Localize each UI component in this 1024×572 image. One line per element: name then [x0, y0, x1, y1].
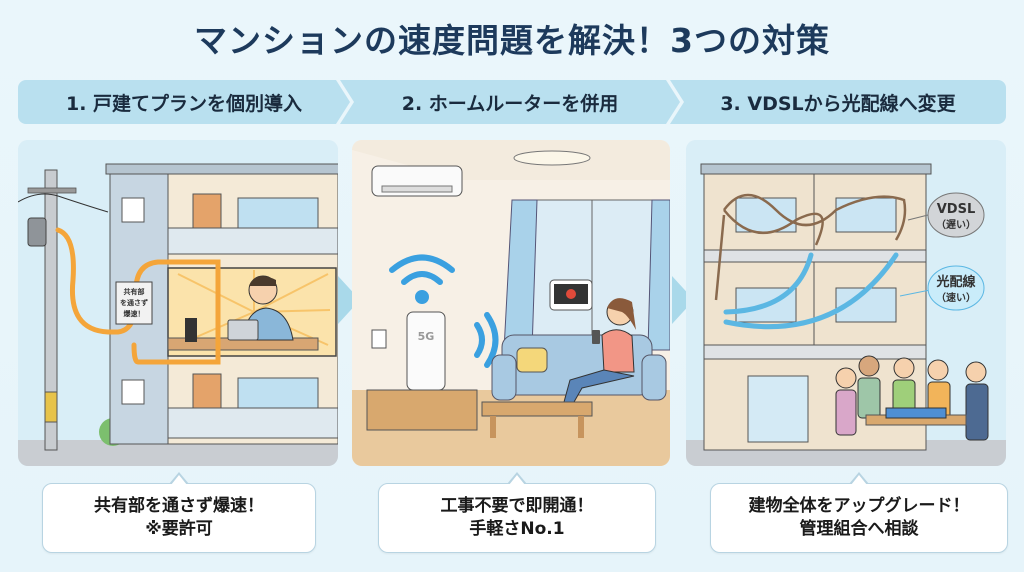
caption-line-1: 工事不要で即開通！ — [440, 496, 594, 517]
shared-area-sign: 共有部 を通さず 爆速！ — [115, 281, 153, 325]
entrance-door-icon — [747, 375, 809, 443]
panel-individual-plan: 共有部 を通さず 爆速！ — [18, 140, 338, 466]
svg-text:5G: 5G — [418, 330, 435, 343]
caption-line-2: 手軽さNo.1 — [469, 519, 565, 539]
coffee-table — [481, 401, 593, 438]
caption-line-1: 建物全体をアップグレード！ — [748, 496, 970, 517]
smartphone-icon — [592, 330, 600, 344]
router-icon — [185, 318, 197, 342]
svg-text:共有部: 共有部 — [124, 287, 145, 296]
caption-line-1: 共有部を通さず爆速！ — [94, 496, 264, 517]
panel-vdsl-to-fiber: VDSL （遅い） 光配線 （速い） — [686, 140, 1006, 466]
caption-line-2: ※要許可 — [145, 519, 213, 539]
caption-step-2: 工事不要で即開通！ 手軽さNo.1 — [378, 472, 656, 553]
wifi-signal-icon — [389, 254, 499, 368]
step-3-header: 3. VDSLから光配線へ変更 — [670, 80, 1006, 124]
vdsl-cables-tangled — [714, 193, 907, 301]
panel-home-router: 5G — [352, 140, 670, 466]
step-2-header: 2. ホームルーターを併用 — [340, 80, 680, 124]
vdsl-callout: VDSL （遅い） — [907, 192, 985, 238]
caption-step-1: 共有部を通さず爆速！ ※要許可 — [42, 472, 316, 553]
tv-stand — [366, 389, 478, 431]
caption-line-2: 管理組合へ相談 — [799, 519, 919, 539]
building-with-fiber-illustration: 共有部 を通さず 爆速！ — [18, 140, 338, 466]
svg-text:爆速！: 爆速！ — [124, 309, 145, 318]
living-room-illustration: 5G — [352, 140, 670, 466]
svg-text:（速い）: （速い） — [936, 291, 976, 304]
svg-text:（遅い）: （遅い） — [936, 218, 976, 231]
step-1-header: 1. 戸建てプランを個別導入 — [18, 80, 350, 124]
window-with-curtains — [503, 199, 670, 351]
page-title: マンションの速度問題を解決！3つの対策 — [194, 21, 830, 60]
video-play-bubble-icon — [549, 279, 593, 311]
air-conditioner-icon — [371, 165, 463, 197]
svg-text:光配線: 光配線 — [935, 274, 976, 290]
power-outlet-icon — [371, 329, 387, 349]
ceiling-light-icon — [513, 150, 591, 166]
woman-on-sofa-icon — [563, 298, 636, 403]
fiber-cables-blue — [723, 252, 899, 330]
home-router-icon: 5G — [406, 311, 446, 391]
building-rewiring-illustration: VDSL （遅い） 光配線 （速い） — [686, 140, 1006, 466]
residents-meeting-icon — [835, 355, 989, 441]
highlighted-room — [167, 267, 337, 357]
fiber-callout: 光配線 （速い） — [899, 265, 985, 311]
caption-step-3: 建物全体をアップグレード！ 管理組合へ相談 — [710, 472, 1008, 553]
man-with-laptop-icon — [227, 275, 294, 341]
step-header-bar: 1. 戸建てプランを個別導入 2. ホームルーターを併用 3. VDSLから光配… — [18, 80, 1006, 124]
utility-pole-icon — [18, 169, 109, 451]
svg-text:を通さず: を通さず — [120, 298, 148, 307]
svg-text:VDSL: VDSL — [937, 202, 976, 217]
